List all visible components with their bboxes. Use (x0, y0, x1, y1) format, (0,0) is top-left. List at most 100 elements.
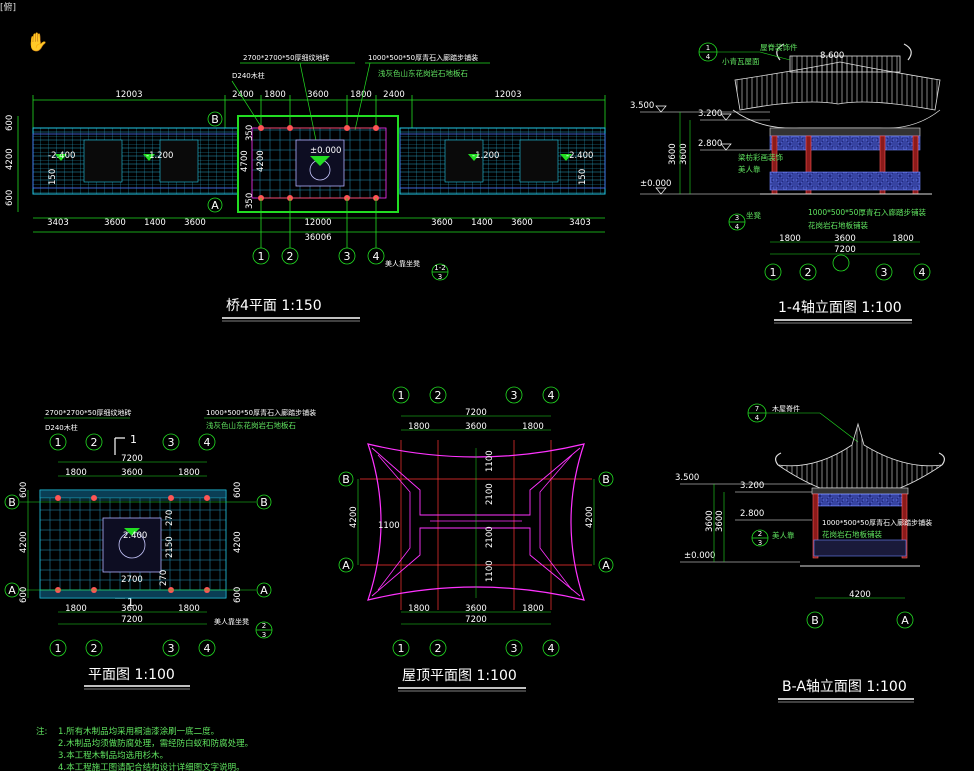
level-text: 3.500 (630, 101, 654, 111)
dim-text: 600 (233, 587, 243, 603)
level-text: -2.400 (566, 151, 593, 161)
dim-text: 3600 (679, 143, 689, 165)
dim-text: 1800 (65, 468, 87, 478)
level-text: 3.200 (698, 109, 722, 119)
note-text: 1000*500*50厚青石入廊踏步铺装 (822, 518, 932, 527)
axis-label: 2 (805, 266, 812, 279)
level-text: ±0.000 (310, 146, 341, 156)
elevation-b-a-view: 7 4 木屋脊件 3.500 3.200 2.800 ±0.000 3600 3… (675, 403, 945, 703)
note-text: 小青瓦屋面 (722, 56, 760, 66)
note-text: 浅灰色山东花岗岩石地板石 (206, 420, 296, 430)
axis-label: 3 (511, 642, 518, 655)
level-text: -2.400 (48, 151, 75, 161)
dim-text: 3403 (47, 218, 69, 228)
note-text: 2700*2700*50厚细纹地砖 (45, 408, 132, 417)
dim-text: 36006 (304, 233, 331, 243)
dim-text: 1800 (178, 604, 200, 614)
callout-ref: 3 (438, 273, 442, 281)
note-text: 1000*500*50厚青石入廊踏步铺装 (368, 53, 478, 62)
view-title: B-A轴立面图 1:100 (782, 679, 907, 695)
dim-text: 1400 (144, 218, 166, 228)
elevation-1-4-view: 8.600 3.500 3.200 2.800 ±0.000 3600 3600… (630, 42, 941, 324)
axis-label: 1 (770, 266, 777, 279)
dim-text: 1100 (378, 521, 400, 531)
dim-text: 7200 (465, 615, 487, 625)
axis-label: 2 (287, 250, 294, 263)
level-text: 2.800 (740, 509, 764, 519)
dim-text: 600 (5, 115, 15, 131)
ref-mark: 2 (758, 530, 762, 538)
axis-label: B (811, 614, 819, 627)
dim-text: 3600 (715, 510, 725, 532)
note-text: 1000*500*50厚青石入廊踏步铺装 (808, 207, 926, 217)
axis-label: B (211, 113, 219, 126)
axis-label: 3 (168, 436, 175, 449)
dim-text: 3403 (569, 218, 591, 228)
ref-mark: 4 (735, 223, 740, 231)
hand-pan-icon[interactable]: ✋ (26, 32, 49, 53)
dim-text: 4200 (585, 506, 595, 528)
dim-text: 3600 (184, 218, 206, 228)
axis-label: B (342, 473, 350, 486)
window-corner-label: [俯] (0, 3, 17, 13)
dim-text: 600 (19, 587, 29, 603)
axis-label: A (260, 584, 268, 597)
callout-ref: 3 (262, 631, 266, 639)
axis-label: 1 (55, 436, 62, 449)
axis-label: A (8, 584, 16, 597)
level-text: 2.800 (698, 139, 722, 149)
axis-label: 1 (398, 642, 405, 655)
dim-text: 270 (165, 510, 175, 526)
note-text: 花岗岩石地板铺装 (808, 220, 868, 230)
axis-label: B (260, 496, 268, 509)
axis-label: 2 (91, 642, 98, 655)
ref-mark: 3 (758, 539, 762, 547)
ref-mark: 7 (755, 405, 759, 413)
dim-text: 3600 (668, 143, 678, 165)
note-text: 木屋脊件 (772, 404, 800, 413)
axis-label: 1 (258, 250, 265, 263)
dim-text: 1800 (65, 604, 87, 614)
note-text: 浅灰色山东花岗岩石地板石 (378, 68, 468, 78)
dim-text: 7200 (834, 245, 856, 255)
dim-text: 3600 (431, 218, 453, 228)
general-notes: 注: 1.所有木制品均采用桐油漆涂刷一底二度。 2.木制品均须做防腐处理，需经防… (36, 726, 253, 771)
callout-text: 美人靠坐凳 (214, 617, 249, 626)
ref-mark: 4 (706, 53, 711, 61)
dim-text: 3600 (104, 218, 126, 228)
section-mark: 1 (127, 596, 134, 609)
dim-text: 4200 (5, 148, 15, 170)
dim-text: 150 (578, 169, 588, 185)
axis-label: A (211, 199, 219, 212)
axis-label: A (901, 614, 909, 627)
dim-text: 3600 (465, 604, 487, 614)
callout-ref: 1-2 (434, 264, 445, 272)
callout-text: 美人靠坐凳 (385, 259, 420, 268)
dim-text: 600 (233, 482, 243, 498)
dim-text: 270 (159, 570, 169, 586)
dim-text: 1800 (522, 604, 544, 614)
note-text: 美人靠 (738, 164, 761, 174)
dim-text: 600 (5, 190, 15, 206)
dim-text: 4200 (349, 506, 359, 528)
note-text: D240木柱 (232, 71, 265, 80)
axis-label: B (8, 496, 16, 509)
dim-text: 3600 (121, 604, 143, 614)
dim-text: 1100 (485, 560, 495, 582)
dim-text: 4200 (233, 531, 243, 553)
note-line: 2.木制品均须做防腐处理，需经防白蚁和防腐处理。 (58, 738, 253, 749)
dim-text: 1400 (471, 218, 493, 228)
axis-label: 4 (548, 642, 555, 655)
level-text: ±0.000 (684, 551, 715, 561)
axis-label: 4 (204, 436, 211, 449)
dim-text: 2100 (485, 483, 495, 505)
dim-text: 350 (245, 193, 255, 209)
callout-ref: 2 (262, 622, 266, 630)
note-text: 美人靠 (772, 530, 795, 540)
note-text: 2700*2700*50厚细纹地砖 (243, 53, 330, 62)
axis-label: 4 (373, 250, 380, 263)
view-title: 平面图 1:100 (88, 667, 175, 683)
dim-text: 12000 (304, 218, 331, 228)
